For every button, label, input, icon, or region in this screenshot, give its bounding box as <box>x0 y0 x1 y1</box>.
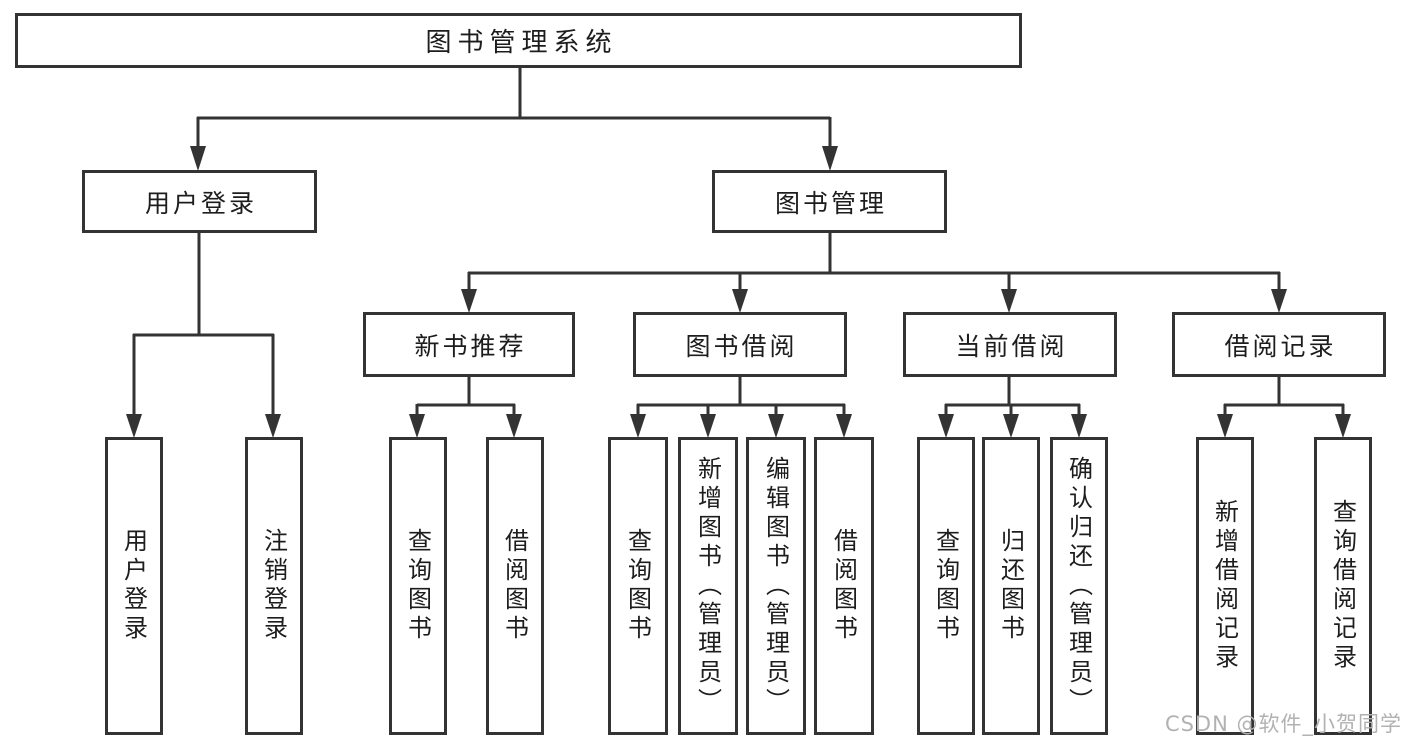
node-leaf-user-login: 用户登录 <box>105 437 163 735</box>
node-book-borrow: 图书借阅 <box>633 312 847 377</box>
node-leaf-query-book-recommend: 查询图书 <box>389 437 447 735</box>
node-leaf-confirm-return: 确认归还（管理员） <box>1050 437 1108 735</box>
node-book-management: 图书管理 <box>712 170 947 233</box>
node-leaf-add-borrow-record: 新增借阅记录 <box>1196 437 1254 735</box>
node-leaf-add-book: 新增图书（管理员） <box>678 437 738 735</box>
node-user-login: 用户登录 <box>82 170 317 233</box>
node-root: 图书管理系统 <box>15 13 1022 68</box>
node-leaf-query-book-borrow: 查询图书 <box>608 437 668 735</box>
node-current-borrow: 当前借阅 <box>903 312 1117 377</box>
node-leaf-borrow-book-recommend: 借阅图书 <box>486 437 544 735</box>
node-leaf-borrow-book: 借阅图书 <box>814 437 874 735</box>
node-leaf-query-book-current: 查询图书 <box>917 437 975 735</box>
node-leaf-query-borrow-record: 查询借阅记录 <box>1314 437 1372 735</box>
node-leaf-logout: 注销登录 <box>245 437 303 735</box>
node-leaf-return-book: 归还图书 <box>982 437 1040 735</box>
node-borrow-records: 借阅记录 <box>1172 312 1386 377</box>
node-new-book-recommend: 新书推荐 <box>363 312 575 377</box>
node-leaf-edit-book: 编辑图书（管理员） <box>746 437 806 735</box>
csdn-watermark: CSDN @软件_小贺同学 <box>1164 712 1402 736</box>
